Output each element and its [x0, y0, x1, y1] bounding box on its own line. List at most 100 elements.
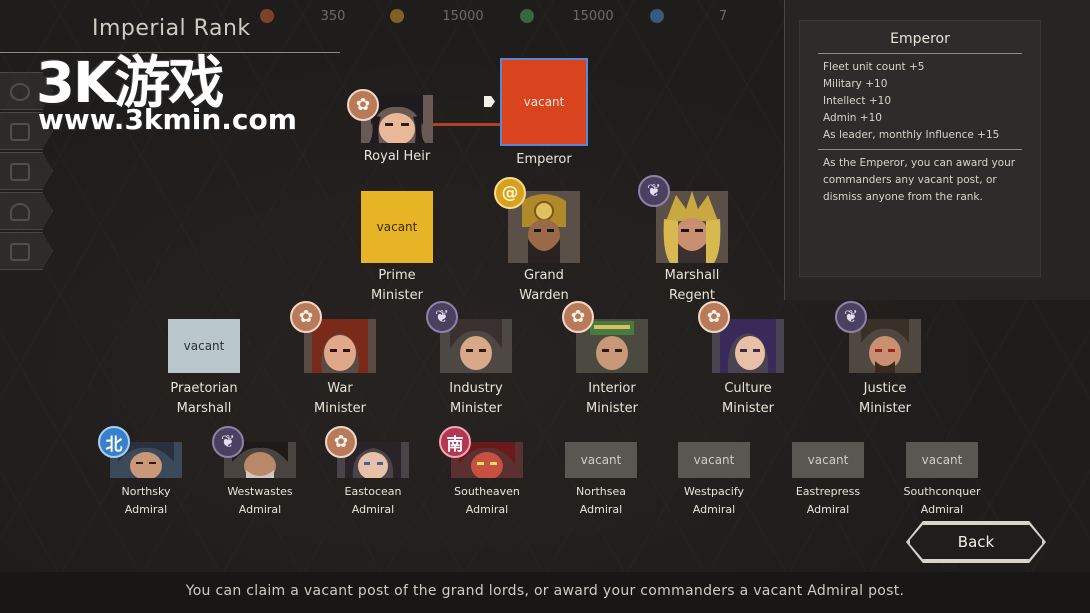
- south-badge-icon: 南: [439, 426, 471, 458]
- rank-title-line2: Marshall: [176, 401, 232, 416]
- resource-value: 7: [718, 8, 728, 24]
- flag-icon: [484, 96, 495, 107]
- leaf-icon: [520, 9, 534, 23]
- westpacify-admiral-slot[interactable]: vacant Westpacify Admiral: [674, 442, 754, 519]
- speaker-tab[interactable]: [0, 232, 53, 270]
- panel-stat: Military +10: [823, 78, 888, 90]
- rank-title-line1: Interior: [588, 381, 636, 396]
- rank-title-line2: Admiral: [806, 503, 850, 516]
- rank-title-line2: Admiral: [238, 503, 282, 516]
- bird-badge-icon: ❦: [212, 426, 244, 458]
- industry-minister-portrait[interactable]: ❦: [426, 301, 512, 373]
- tips-tab[interactable]: [0, 192, 53, 230]
- justice-minister-portrait[interactable]: ❦: [835, 301, 921, 373]
- panel-stat: Admin +10: [823, 112, 882, 124]
- northsky-admiral-portrait[interactable]: 北: [98, 426, 182, 478]
- rank-title-line1: Marshall: [664, 268, 720, 283]
- mail-icon: [10, 163, 30, 181]
- heir-emperor-connector: [430, 123, 502, 126]
- vacant-label: vacant: [678, 442, 750, 478]
- prime-minister-slot[interactable]: vacant Prime Minister: [357, 191, 437, 306]
- grand-warden-slot[interactable]: @ Grand Warden: [494, 177, 584, 306]
- northsea-admiral-portrait[interactable]: vacant: [565, 442, 637, 478]
- industry-minister-slot[interactable]: ❦ Industry Minister: [426, 301, 517, 419]
- page-title: Imperial Rank: [92, 16, 251, 41]
- rank-info-card: [799, 20, 1041, 277]
- war-minister-portrait[interactable]: ✿: [290, 301, 376, 373]
- back-button[interactable]: Back: [908, 523, 1044, 561]
- files-tab[interactable]: [0, 112, 53, 150]
- eastrepress-admiral-slot[interactable]: vacant Eastrepress Admiral: [788, 442, 868, 519]
- rank-title-line1: Industry: [449, 381, 503, 396]
- southeaven-admiral-slot[interactable]: 南 Southeaven Admiral: [439, 426, 527, 519]
- crane-badge-icon: ✿: [325, 426, 357, 458]
- culture-minister-portrait[interactable]: ✿: [698, 301, 784, 373]
- westwastes-admiral-portrait[interactable]: ❦: [212, 426, 296, 478]
- watermark-url: www.3kmin.com: [38, 103, 297, 136]
- portrait-image: [712, 319, 784, 373]
- praetorian-marshall-portrait[interactable]: vacant: [168, 319, 240, 373]
- panel-description: As the Emperor, you can award your comma…: [823, 157, 1016, 203]
- rank-title-line1: Eastocean: [344, 485, 402, 498]
- lightbulb-icon: [10, 203, 30, 221]
- gem-icon: [650, 9, 664, 23]
- praetorian-marshall-slot[interactable]: vacant Praetorian Marshall: [163, 319, 245, 419]
- prime-minister-portrait[interactable]: vacant: [361, 191, 433, 263]
- eastocean-admiral-portrait[interactable]: ✿: [325, 426, 409, 478]
- rank-title-line2: Admiral: [920, 503, 964, 516]
- interior-minister-slot[interactable]: ✿ Interior Minister: [562, 301, 653, 419]
- rank-title-line2: Admiral: [124, 503, 168, 516]
- westpacify-admiral-portrait[interactable]: vacant: [678, 442, 750, 478]
- southconquer-admiral-slot[interactable]: vacant Southconquer Admiral: [897, 442, 987, 519]
- war-minister-slot[interactable]: ✿ War Minister: [290, 301, 381, 419]
- southconquer-admiral-portrait[interactable]: vacant: [906, 442, 978, 478]
- rank-title-line1: Prime: [378, 268, 416, 283]
- crane-badge-icon: ✿: [698, 301, 730, 333]
- vacant-label: vacant: [168, 319, 240, 373]
- footer-hint: You can claim a vacant post of the grand…: [185, 583, 905, 599]
- interior-minister-portrait[interactable]: ✿: [562, 301, 648, 373]
- crane-badge-icon: ✿: [290, 301, 322, 333]
- vacant-label: vacant: [361, 191, 433, 263]
- rank-title-line2: Admiral: [579, 503, 623, 516]
- royal-heir-portrait[interactable]: ✿: [347, 89, 433, 143]
- coin-icon: [390, 9, 404, 23]
- eastocean-admiral-slot[interactable]: ✿ Eastocean Admiral: [325, 426, 413, 519]
- resource-value: 15000: [442, 8, 484, 24]
- resource-gem: 7: [650, 9, 780, 24]
- emperor-slot[interactable]: vacant Emperor: [500, 58, 588, 170]
- eastrepress-admiral-portrait[interactable]: vacant: [792, 442, 864, 478]
- settings-tab[interactable]: [0, 72, 53, 110]
- southeaven-admiral-portrait[interactable]: 南: [439, 426, 523, 478]
- rank-title-line2: Minister: [722, 401, 774, 416]
- emperor-portrait[interactable]: vacant: [500, 58, 588, 146]
- portrait-image: [656, 191, 728, 263]
- rank-title-line1: Culture: [724, 381, 772, 396]
- northsky-admiral-slot[interactable]: 北 Northsky Admiral: [98, 426, 186, 519]
- vacant-label: vacant: [792, 442, 864, 478]
- mail-tab[interactable]: [0, 152, 53, 190]
- rank-info-panel: [784, 0, 1090, 300]
- culture-minister-slot[interactable]: ✿ Culture Minister: [698, 301, 789, 419]
- rank-title-line1: Grand: [524, 268, 564, 283]
- vacant-label: vacant: [500, 58, 588, 146]
- grand-warden-portrait[interactable]: @: [494, 177, 580, 263]
- rank-title-line2: Minister: [586, 401, 638, 416]
- marshall-regent-portrait[interactable]: ❦: [638, 175, 728, 263]
- northsea-admiral-slot[interactable]: vacant Northsea Admiral: [561, 442, 641, 519]
- bird-badge-icon: ❦: [638, 175, 670, 207]
- westwastes-admiral-slot[interactable]: ❦ Westwastes Admiral: [212, 426, 300, 519]
- rank-title-line1: Eastrepress: [795, 485, 861, 498]
- panel-stat: As leader, monthly Influence +15: [823, 129, 1000, 141]
- title-divider: [0, 52, 340, 53]
- vacant-label: vacant: [906, 442, 978, 478]
- rank-title-line2: Warden: [519, 288, 569, 303]
- rank-title-line1: Westwastes: [227, 485, 293, 498]
- marshall-regent-slot[interactable]: ❦ Marshall Regent: [638, 175, 732, 306]
- rank-title-line1: Westpacify: [683, 485, 745, 498]
- justice-minister-slot[interactable]: ❦ Justice Minister: [835, 301, 926, 419]
- rank-title-line2: Minister: [450, 401, 502, 416]
- royal-heir-slot[interactable]: ✿ Royal Heir: [347, 89, 438, 167]
- panel-divider: [818, 53, 1022, 54]
- panel-stat: Intellect +10: [823, 95, 892, 107]
